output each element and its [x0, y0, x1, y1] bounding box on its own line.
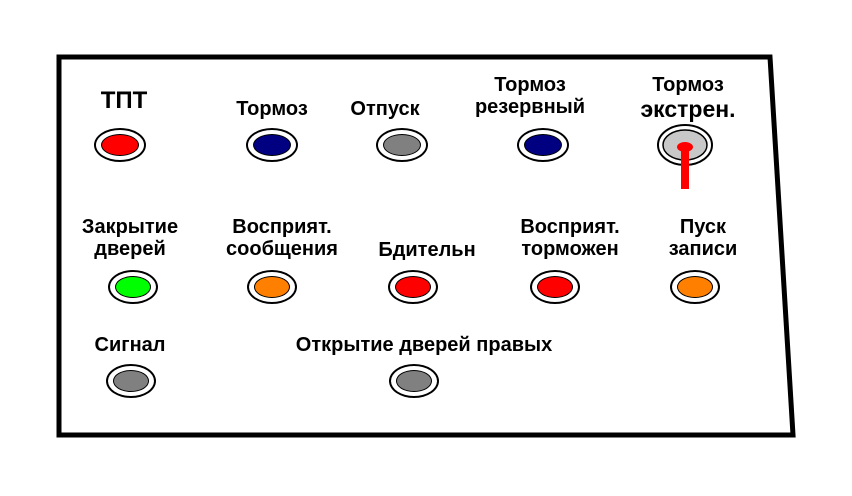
label-brake-reserve: Тормоз резервный — [474, 74, 586, 118]
panel-border — [56, 54, 796, 438]
lamp-vigilance — [388, 270, 438, 304]
label-perceive-braking: Восприят. торможен — [520, 216, 620, 260]
lamp-doors-open-right-lens — [395, 369, 433, 393]
lamp-brake-reserve-lens — [523, 133, 563, 157]
lamp-brake-reserve — [517, 128, 569, 162]
emergency-brake-toggle-switch[interactable] — [655, 122, 715, 194]
label-recording-start: Пуск записи — [668, 216, 738, 260]
label-signal: Сигнал — [94, 334, 166, 356]
lamp-perceive-message-lens — [253, 275, 291, 299]
toggle-lever — [681, 147, 689, 189]
lamp-vigilance-lens — [394, 275, 432, 299]
lamp-signal — [106, 364, 156, 398]
lamp-release — [376, 128, 428, 162]
lamp-perceive-message — [247, 270, 297, 304]
label-brake: Тормоз — [236, 98, 308, 120]
lamp-tpt — [94, 128, 146, 162]
lamp-doors-open-right — [389, 364, 439, 398]
lamp-doors-close-lens — [114, 275, 152, 299]
lamp-doors-close — [108, 270, 158, 304]
label-release: Отпуск — [350, 98, 420, 120]
label-brake-emergency: Тормоз экстрен. — [640, 74, 736, 122]
lamp-release-lens — [382, 133, 422, 157]
lamp-brake — [246, 128, 298, 162]
lamp-tpt-lens — [100, 133, 140, 157]
label-perceive-message: Восприят. сообщения — [226, 216, 338, 260]
lamp-recording-start — [670, 270, 720, 304]
lamp-perceive-braking-lens — [536, 275, 574, 299]
label-doors-close: Закрытие дверей — [81, 216, 179, 260]
label-vigilance: Бдительн — [378, 239, 476, 261]
lamp-signal-lens — [112, 369, 150, 393]
label-doors-open-right: Открытие дверей правых — [295, 334, 553, 356]
lamp-brake-lens — [252, 133, 292, 157]
label-tpt: ТПТ — [100, 87, 148, 114]
lamp-recording-start-lens — [676, 275, 714, 299]
lamp-perceive-braking — [530, 270, 580, 304]
